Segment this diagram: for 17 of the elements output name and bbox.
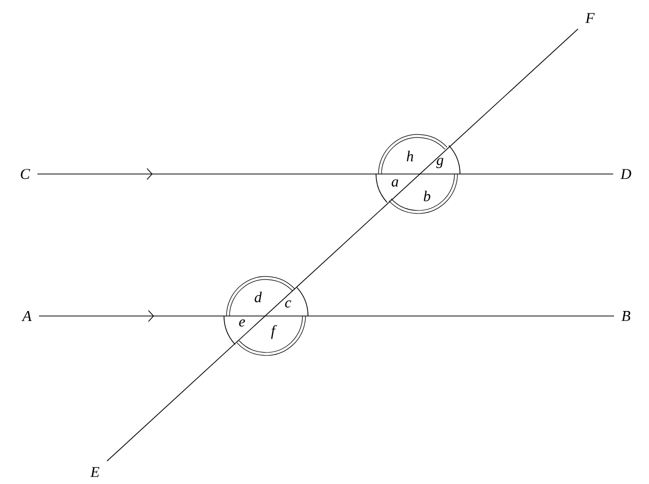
- transversal-line: [106, 28, 578, 462]
- angle-label: h: [406, 150, 414, 162]
- point-label: B: [622, 311, 630, 321]
- angle-label: c: [285, 300, 292, 308]
- point-label: F: [585, 13, 595, 23]
- angle-label: b: [424, 190, 430, 202]
- point-label: C: [20, 168, 30, 180]
- parallel-line: [38, 310, 614, 322]
- angle-label: f: [271, 325, 277, 339]
- angle-label: a: [392, 179, 398, 187]
- point-label: A: [22, 311, 32, 321]
- point-label: D: [620, 169, 632, 179]
- angle-label: d: [254, 292, 262, 302]
- point-label: E: [90, 467, 100, 477]
- angle-label: e: [239, 319, 245, 327]
- angle-label: g: [436, 158, 444, 168]
- parallel-line: [37, 168, 614, 180]
